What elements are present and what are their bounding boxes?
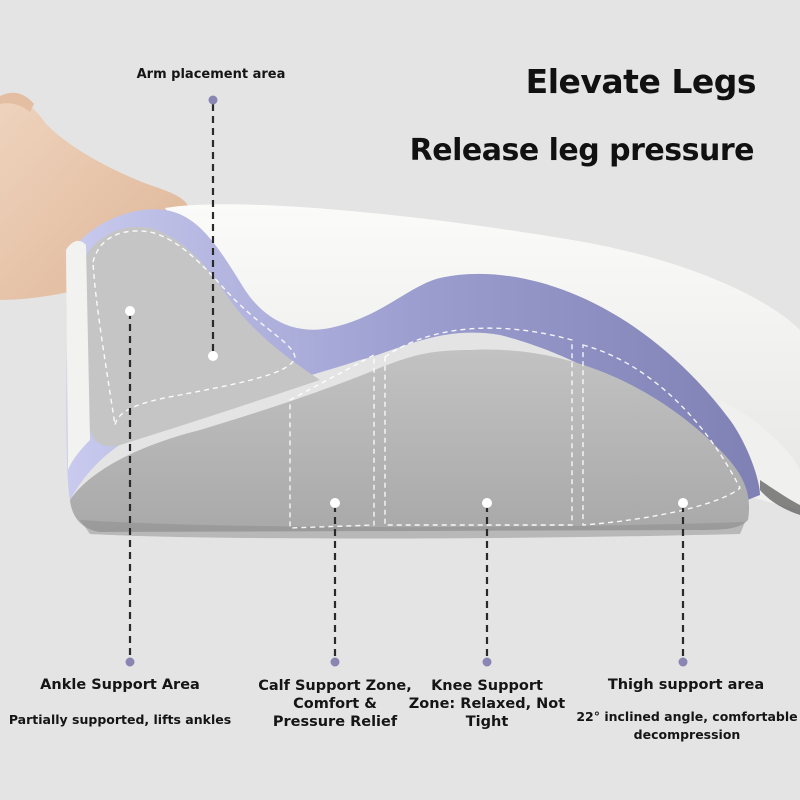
thigh-zone-title: Thigh support area [607, 677, 765, 693]
ankle-zone-description: Partially supported, lifts ankles [8, 712, 232, 727]
pillow-accent-band [66, 209, 761, 505]
pillow-top-cover [165, 204, 800, 505]
thigh-zone-description: 22° inclined angle, comfortable decompre… [576, 709, 798, 742]
zone-outlines [92, 230, 741, 529]
anchor-dots [125, 306, 688, 508]
calf-zone-title: Calf Support Zone, Comfort & Pressure Re… [258, 678, 412, 730]
leader-lines [128, 104, 685, 658]
headline-subtitle: Release leg pressure [409, 133, 755, 168]
pillow-side-face [70, 349, 750, 532]
bottom-marker-dots [125, 657, 688, 667]
headline-title: Elevate Legs [525, 62, 757, 101]
ankle-zone-title: Ankle Support Area [40, 677, 200, 693]
arm-placement-label: Arm placement area [136, 67, 286, 82]
knee-zone-title: Knee Support Zone: Relaxed, Not Tight [408, 678, 566, 730]
arm-marker-dot [208, 95, 218, 105]
